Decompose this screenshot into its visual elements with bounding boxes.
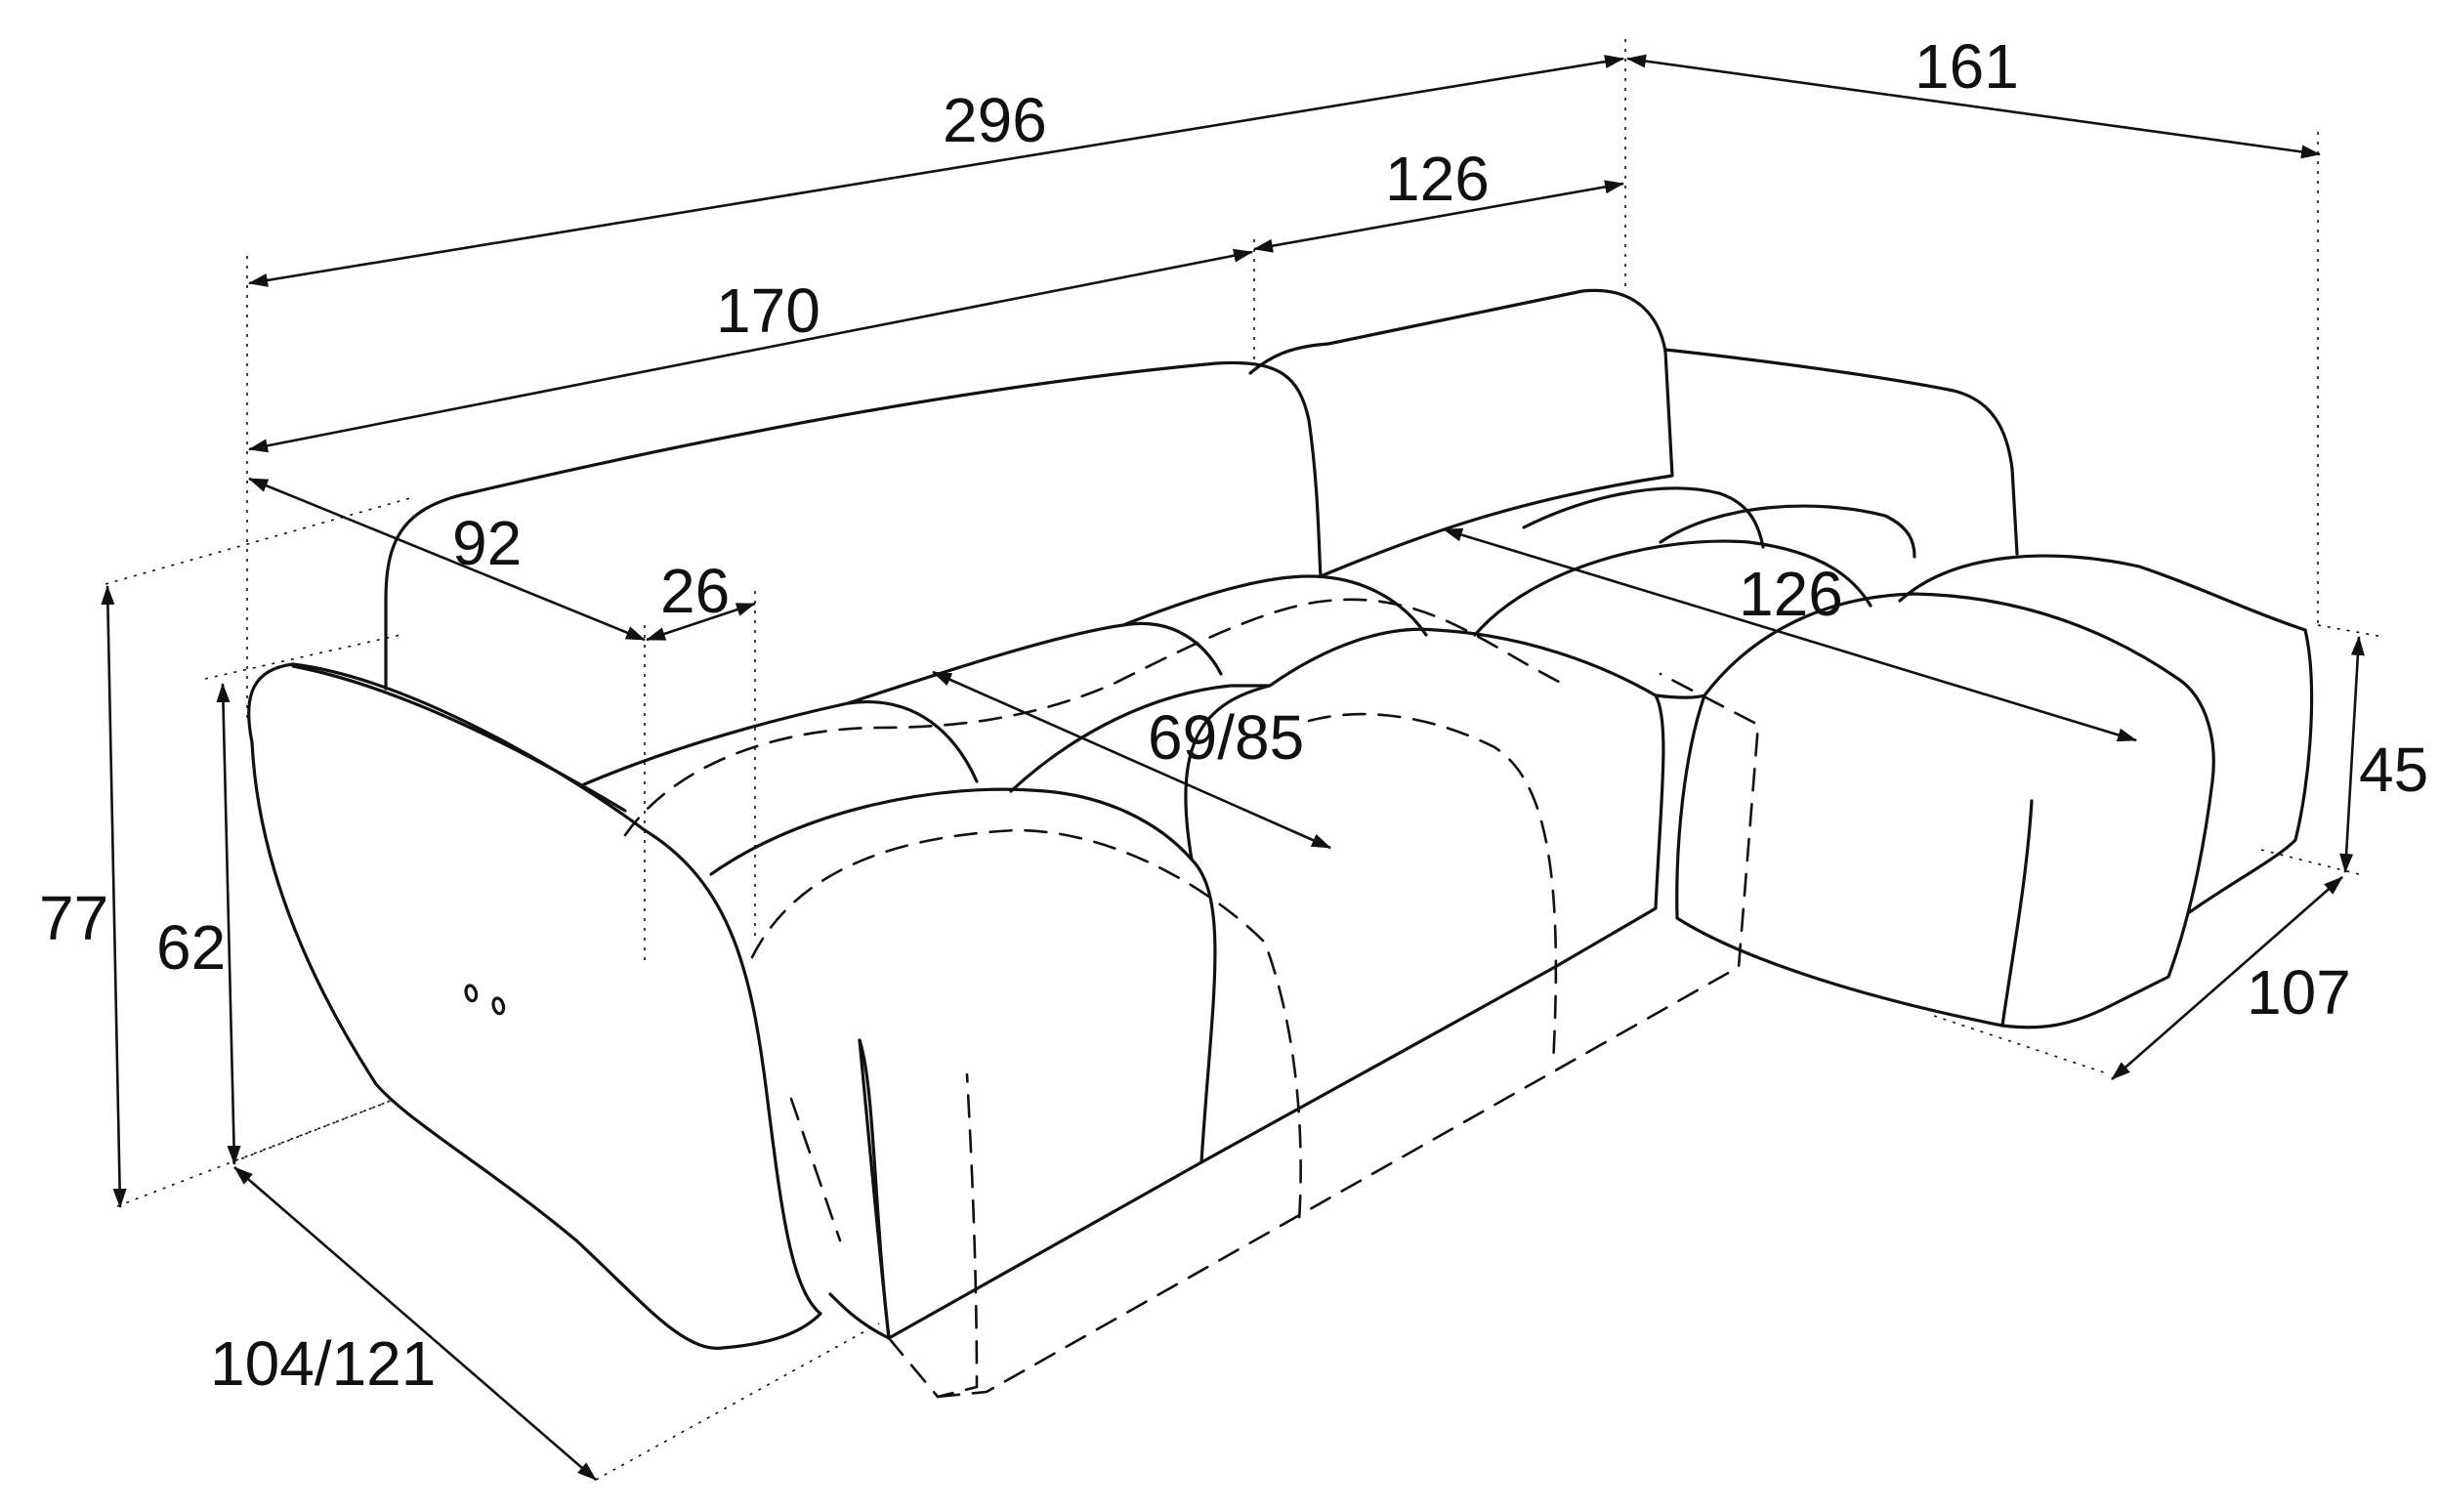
hidden-bed-frame xyxy=(623,598,1760,1399)
dim-line-overall-height xyxy=(101,585,127,1208)
dim-line-overall-length xyxy=(248,55,1624,287)
chaise-corner xyxy=(1654,693,1706,699)
label-overall-length: 296 xyxy=(943,85,1047,155)
armrest-button-1 xyxy=(464,984,479,1003)
label-chaise-depth-total: 161 xyxy=(1914,31,2019,102)
seat-front-face xyxy=(828,1038,891,1340)
hidden-frame-mid-2 xyxy=(1307,712,1558,1067)
chaise-front-cushion xyxy=(1703,592,2215,1029)
label-overall-height: 77 xyxy=(39,883,108,953)
armrest-button-2 xyxy=(491,996,506,1016)
label-main-section-length: 170 xyxy=(716,275,820,346)
dim-line-chaise-seat-height xyxy=(2339,636,2365,873)
label-back-depth: 92 xyxy=(452,508,522,578)
hidden-frame-left xyxy=(887,1072,979,1399)
label-depth-closed-open: 104/121 xyxy=(210,1328,436,1399)
label-seat-depth: 69/85 xyxy=(1148,702,1304,773)
dim-line-chaise-length xyxy=(1443,527,2137,742)
label-chaise-length: 126 xyxy=(1739,559,1843,629)
dim-line-main-section xyxy=(248,248,1253,453)
hidden-frame-leg-left xyxy=(789,1097,842,1242)
chaise-back xyxy=(1663,348,2019,556)
left-armrest xyxy=(247,662,822,1350)
dim-line-chaise-section xyxy=(1253,180,1624,253)
dim-line-chaise-width xyxy=(2111,876,2343,1080)
hidden-frame-rear xyxy=(623,598,1565,837)
left-backrest xyxy=(384,360,1323,691)
dimension-lines xyxy=(101,54,2365,1481)
dim-line-chaise-depth-total xyxy=(1626,54,2321,159)
label-chaise-seat-height: 45 xyxy=(2359,735,2428,805)
hidden-frame-mid-1 xyxy=(750,828,1302,1223)
label-armrest-width: 26 xyxy=(660,556,730,626)
dim-line-seat-depth xyxy=(932,670,1331,850)
dim-line-armrest-height xyxy=(216,683,241,1165)
dim-line-back-depth xyxy=(248,477,646,642)
label-chaise-section-length: 126 xyxy=(1385,144,1490,214)
chaise-front-face xyxy=(1675,693,2034,1028)
label-armrest-height: 62 xyxy=(156,912,226,983)
dimension-labels: 296 161 126 170 92 26 69/85 126 45 107 7… xyxy=(39,31,2428,1399)
front-seat-top xyxy=(1009,627,1665,1164)
chaise-rear-cushions xyxy=(1473,486,2307,637)
chaise-side xyxy=(2186,628,2314,915)
label-chaise-width: 107 xyxy=(2247,957,2351,1028)
sofa-outline xyxy=(247,288,2314,1350)
dim-line-depth-closed-open xyxy=(233,1166,597,1481)
front-seat xyxy=(709,787,1217,1340)
dim-line-armrest-width xyxy=(646,602,756,642)
left-armrest-inner-edge xyxy=(291,664,627,813)
hidden-frame-front xyxy=(936,672,1760,1399)
right-backrest xyxy=(1248,288,1674,578)
